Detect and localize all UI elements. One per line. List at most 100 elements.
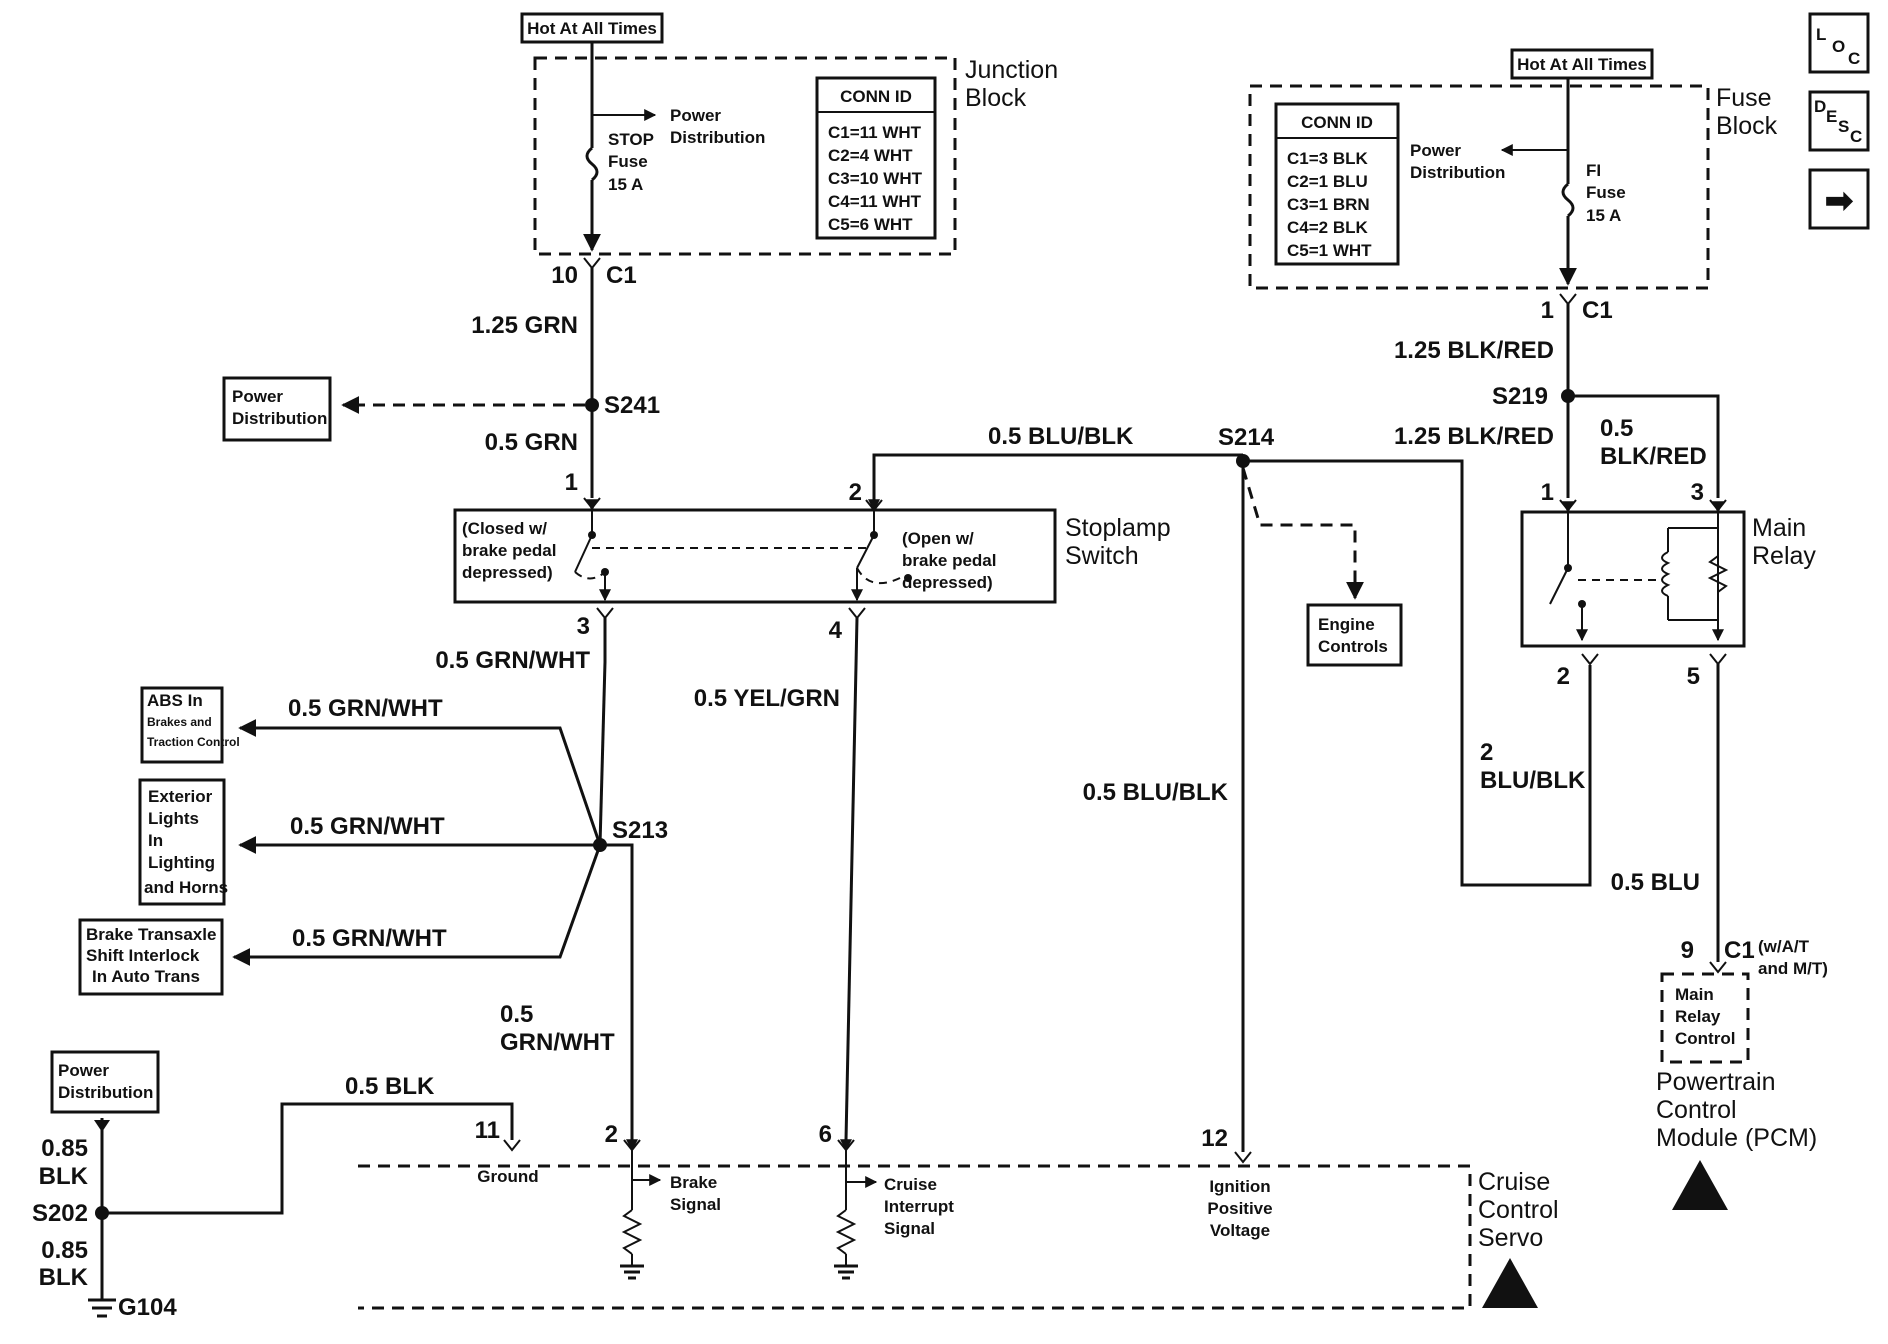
abs-text-1: ABS In xyxy=(147,691,203,710)
wire-label-yel-grn: 0.5 YEL/GRN xyxy=(694,685,840,712)
stoplamp-pin-2: 2 xyxy=(849,479,862,506)
stoplamp-title-2: Switch xyxy=(1065,542,1139,570)
brake-signal-2: Signal xyxy=(670,1195,721,1214)
stoplamp-pin-1: 1 xyxy=(565,469,578,496)
stoplamp-switch-body xyxy=(453,508,1057,604)
wire-label-2-blu-blk-2: BLU/BLK xyxy=(1480,767,1586,794)
power-distribution-bottom-2: Distribution xyxy=(58,1083,153,1102)
wire-blk-red-05 xyxy=(1568,394,1720,498)
fb-pin-connector: C1 xyxy=(1582,297,1613,324)
abs-text-3: Traction Control xyxy=(147,735,240,749)
hot-at-all-times-label-right xyxy=(1510,48,1654,80)
servo-pin-12: 12 xyxy=(1201,1125,1228,1152)
ext-text-2: Lights xyxy=(148,809,199,828)
servo-pin-6: 6 xyxy=(819,1121,832,1148)
pcm-pin-note-1: (w/A/T xyxy=(1758,937,1810,956)
wire-label-grn-wht-ext: 0.5 GRN/WHT xyxy=(290,813,445,840)
conn-id-title-right: CONN ID xyxy=(1301,113,1373,132)
next-arrow-button[interactable]: ➡ xyxy=(1808,168,1870,230)
abs-text-2: Brakes and xyxy=(147,715,212,729)
open-note-1: (Open w/ xyxy=(902,529,974,548)
hot-at-all-times-text-left: Hot At All Times xyxy=(527,19,657,38)
wire-label-05-grn: 0.5 GRN xyxy=(485,429,578,456)
engine-controls-box xyxy=(1306,603,1403,667)
wire-label-blu-blk-mid: 0.5 BLU/BLK xyxy=(1083,779,1229,806)
power-distribution-box-bottom xyxy=(50,1050,160,1114)
power-distribution-jb-1: Power xyxy=(670,106,721,125)
wire-label-125-grn: 1.25 GRN xyxy=(471,312,578,339)
fuse-block-title-2: Block xyxy=(1716,112,1778,140)
splice-s219-label: S219 xyxy=(1492,383,1548,410)
svg-text:O: O xyxy=(1832,37,1845,56)
main-relay-pin-1: 1 xyxy=(1541,479,1554,506)
pcm-pin-note-2: and M/T) xyxy=(1758,959,1828,978)
conn-row-right-5: C5=1 WHT xyxy=(1287,241,1372,260)
main-relay-body xyxy=(1520,510,1746,648)
power-distribution-left-1: Power xyxy=(232,387,283,406)
relay-resistor-icon xyxy=(1707,555,1729,593)
power-distribution-jb-2: Distribution xyxy=(670,128,765,147)
ign-voltage-3: Voltage xyxy=(1210,1221,1270,1240)
ext-text-3: In xyxy=(148,831,163,850)
wire-label-05-blk-red-1: 0.5 xyxy=(1600,415,1633,442)
ext-text-4: Lighting xyxy=(148,853,215,872)
engine-controls-1: Engine xyxy=(1318,615,1375,634)
conn-row-right-3: C3=1 BRN xyxy=(1287,195,1370,214)
fi-fuse-icon xyxy=(1561,182,1575,218)
servo-title-2: Control xyxy=(1478,1196,1559,1224)
conn-id-table-left xyxy=(815,76,937,240)
main-relay-title-1: Main xyxy=(1752,514,1806,542)
brake-signal-ground-icon xyxy=(620,1264,644,1280)
fb-pin-number: 1 xyxy=(1541,297,1554,324)
conn-id-table-right xyxy=(1274,102,1400,266)
engine-controls-2: Controls xyxy=(1318,637,1388,656)
bts-text-3: In Auto Trans xyxy=(92,967,200,986)
stoplamp-title-1: Stoplamp xyxy=(1065,514,1171,542)
power-distribution-box-left xyxy=(222,376,332,442)
ground-g104-icon xyxy=(88,1298,116,1318)
closed-note-1: (Closed w/ xyxy=(462,519,547,538)
cruise-interrupt-3: Signal xyxy=(884,1219,935,1238)
junction-block-title-2: Block xyxy=(965,84,1027,112)
conn-row-right-2: C2=1 BLU xyxy=(1287,172,1368,191)
power-distribution-left-2: Distribution xyxy=(232,409,327,428)
wire-label-grn-wht-main: 0.5 GRN/WHT xyxy=(435,647,590,674)
svg-text:C: C xyxy=(1850,127,1862,146)
arrow-right-icon: ➡ xyxy=(1825,182,1854,220)
stoplamp-switch: 1 2 (Closed w/ brake pedal depressed) (O… xyxy=(453,469,1171,644)
wire-label-grn-wht-servo-2: GRN/WHT xyxy=(500,1029,615,1056)
cruise-control-servo: 11 2 6 12 Ground Brake Signal Cruise I xyxy=(358,1117,1559,1310)
wire-grn-wht-to-servo xyxy=(600,843,634,1140)
pcm-title-3: Module (PCM) xyxy=(1656,1124,1817,1152)
cruise-interrupt-ground-icon xyxy=(834,1264,858,1280)
conn-row-left-1: C1=11 WHT xyxy=(828,123,922,142)
conn-id-title-left: CONN ID xyxy=(840,87,912,106)
abs-box xyxy=(140,686,224,764)
wire-label-grn-wht-abs: 0.5 GRN/WHT xyxy=(288,695,443,722)
svg-text:E: E xyxy=(1826,107,1837,126)
fuse-block-outline xyxy=(1248,84,1710,290)
ign-voltage-1: Ignition xyxy=(1209,1177,1270,1196)
esd-warning-icon-pcm xyxy=(1672,1160,1728,1210)
stoplamp-pin-3: 3 xyxy=(577,613,590,640)
wire-label-05-blu: 0.5 BLU xyxy=(1611,869,1700,896)
junction-block: Hot At All Times Junction Block Power Di… xyxy=(520,12,1058,289)
splice-s214-label: S214 xyxy=(1218,424,1275,451)
open-note-3: depressed) xyxy=(902,573,993,592)
pcm: 9 C1 (w/A/T and M/T) Main Relay Control … xyxy=(1656,937,1828,1210)
wire-label-085-blk-a-1: 0.85 xyxy=(41,1135,88,1162)
conn-row-right-1: C1=3 BLK xyxy=(1287,149,1368,168)
ext-text-1: Exterior xyxy=(148,787,213,806)
power-distribution-bottom-1: Power xyxy=(58,1061,109,1080)
fi-fuse-name: FI xyxy=(1586,161,1601,180)
pcm-pin-number: 9 xyxy=(1681,937,1694,964)
loc-button[interactable]: L O C xyxy=(1808,12,1870,74)
cruise-interrupt-2: Interrupt xyxy=(884,1197,954,1216)
fi-fuse-rating: 15 A xyxy=(1586,206,1621,225)
wire-label-grn-wht-servo-1: 0.5 xyxy=(500,1001,533,1028)
desc-button[interactable]: D E S C xyxy=(1808,90,1870,152)
conn-row-left-5: C5=6 WHT xyxy=(828,215,913,234)
splice-s241-label: S241 xyxy=(604,392,660,419)
brake-signal-1: Brake xyxy=(670,1173,717,1192)
